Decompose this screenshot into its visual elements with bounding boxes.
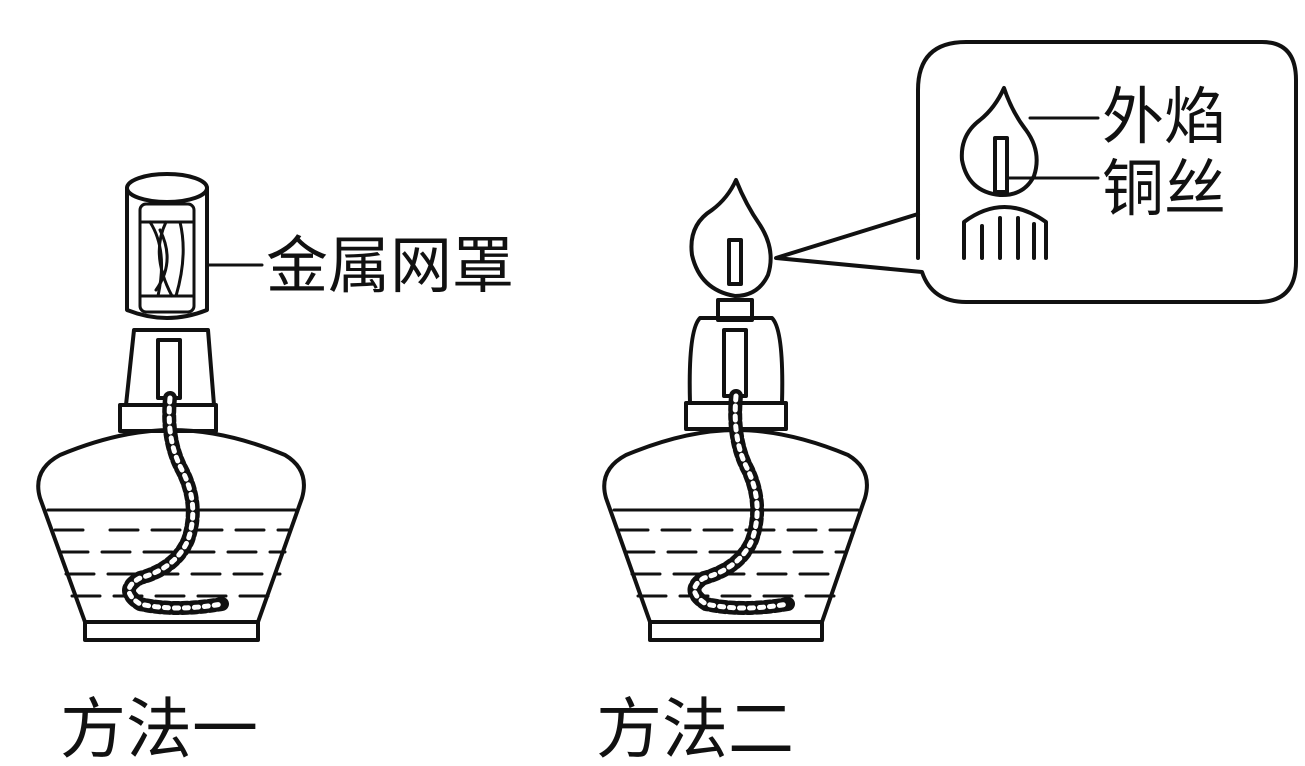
lamp1-cap [124, 328, 216, 407]
lamp2-base [648, 620, 824, 642]
label-outer-flame: 外焰 [1102, 80, 1226, 153]
lamp2-liquid [612, 508, 860, 598]
lamp-method-two [602, 178, 869, 642]
lamp2-wick-collar [716, 298, 754, 322]
caption-method-two: 方法二 [596, 691, 794, 761]
lamp2-flame [689, 178, 773, 298]
wire-mesh-cover [125, 172, 209, 320]
callout-flame-icon [959, 86, 1039, 198]
lamp2-wick-tube [722, 328, 748, 398]
lamp2-copper-wire [727, 238, 743, 286]
callout-outline [774, 40, 1298, 304]
caption-method-one: 方法一 [60, 691, 258, 761]
label-wire-mesh-cover: 金属网罩 [266, 229, 514, 302]
lamp2-body [602, 428, 869, 624]
callout-wire-coil [962, 205, 1048, 260]
callout-copper-wire [993, 136, 1009, 194]
label-copper-wire: 铜丝 [1102, 152, 1226, 225]
callout-bubble [774, 40, 1298, 304]
lamp2-cap [687, 316, 785, 405]
lamp-method-one [36, 172, 306, 642]
lamp1-base [83, 620, 260, 642]
lamp1-wick-tube [156, 338, 182, 400]
